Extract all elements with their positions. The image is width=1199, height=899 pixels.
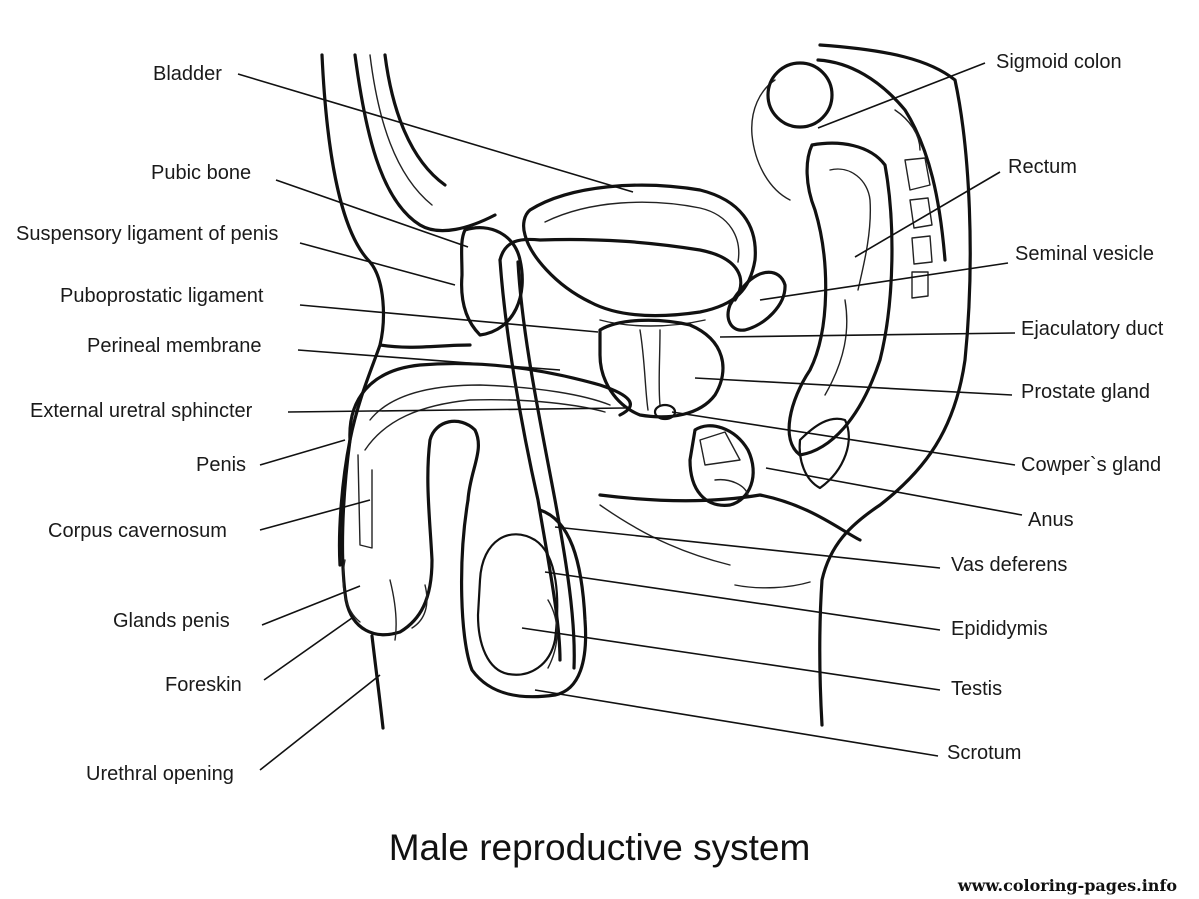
diagram-title: Male reproductive system: [388, 827, 811, 868]
label-external-sphincter: External uretral sphincter: [30, 400, 253, 422]
label-anus: Anus: [1028, 509, 1074, 531]
cowpers-gland: [653, 403, 755, 507]
label-cowpers-gland: Cowper`s gland: [1021, 454, 1162, 476]
label-rectum: Rectum: [1008, 156, 1077, 178]
label-puboprostatic-ligament: Puboprostatic ligament: [60, 285, 264, 307]
label-penis: Penis: [196, 454, 247, 476]
label-testis: Testis: [951, 678, 1003, 700]
rectum: [787, 109, 933, 490]
scrotum: [459, 498, 588, 699]
label-prostate-gland: Prostate gland: [1021, 381, 1150, 403]
penis: [340, 361, 632, 730]
label-sigmoid-colon: Sigmoid colon: [996, 51, 1122, 73]
label-foreskin: Foreskin: [165, 674, 242, 696]
bladder: [522, 183, 757, 327]
label-seminal-vesicle: Seminal vesicle: [1015, 243, 1154, 265]
label-bladder: Bladder: [153, 63, 222, 85]
label-pubic-bone: Pubic bone: [151, 162, 252, 184]
label-perineal-membrane: Perineal membrane: [87, 335, 262, 357]
sigmoid-colon: [766, 58, 947, 262]
seminal-vesicle: [726, 270, 787, 332]
label-suspensory-ligament: Suspensory ligament of penis: [16, 223, 279, 245]
vas-deferens: [498, 237, 743, 670]
watermark: www.coloring-pages.info: [957, 876, 1177, 895]
prostate-gland: [598, 318, 725, 419]
label-urethral-opening: Urethral opening: [86, 763, 234, 785]
leader-lines: [237, 62, 1023, 771]
label-vas-deferens: Vas deferens: [951, 554, 1068, 576]
label-ejaculatory-duct: Ejaculatory duct: [1021, 318, 1164, 340]
label-scrotum: Scrotum: [947, 742, 1022, 764]
label-glands-penis: Glands penis: [113, 610, 230, 632]
label-epididymis: Epididymis: [951, 618, 1048, 640]
label-corpus-cavernosum: Corpus cavernosum: [48, 520, 227, 542]
